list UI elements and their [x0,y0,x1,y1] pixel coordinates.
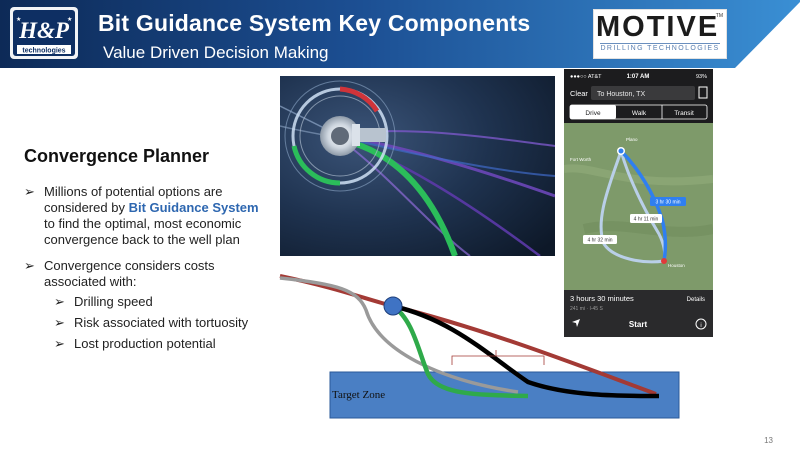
bullet-text-after: to find the optimal, most economic conve… [44,216,242,247]
city-fort-worth: Fort Worth [570,157,592,162]
hp-logo-mark: H&P [18,18,70,43]
route-label-primary: 3 hr 30 min [655,200,680,206]
route-badge-alt-2[interactable] [583,235,617,244]
slide-number: 13 [764,436,773,445]
destination-field[interactable] [591,86,695,100]
status-carrier: ●●●○○ AT&T [570,74,602,80]
tab-transit-label[interactable]: Transit [674,110,694,117]
svg-text:i: i [700,323,701,329]
location-arrow-icon[interactable] [572,319,580,327]
motive-logo-word: MOTIVE [596,11,720,43]
map-area[interactable] [564,123,713,290]
hp-logo: H&P technologies ★ ★ [10,7,78,59]
destination-text: To Houston, TX [597,91,645,98]
status-battery: 93% [696,74,707,80]
bullet-highlight: Bit Guidance System [128,200,259,215]
convergence-diagram: Target Zone [279,274,680,419]
sub-bullet-item: ➢ Lost production potential [44,336,264,352]
bullet-arrow-icon: ➢ [54,315,65,330]
slide-subtitle: Value Driven Decision Making [103,43,329,62]
header-banner: H&P technologies ★ ★ Bit Guidance System… [0,0,800,68]
drill-bit-visualization [280,76,555,256]
sub-bullet-text: Drilling speed [74,294,153,309]
phone-map-screenshot: ●●●○○ AT&T 1:07 AM 93% Clear To Houston,… [564,69,713,337]
details-button[interactable]: Details [687,297,705,303]
status-time: 1:07 AM [627,74,650,80]
route-badge-primary[interactable] [650,197,686,206]
target-zone-label: Target Zone [332,389,385,401]
motive-logo-tm: TM [715,13,723,19]
route-summary-panel [564,290,713,337]
motive-logo-rule [600,43,720,44]
section-title: Convergence Planner [24,146,210,166]
city-houston: Houston [668,263,685,268]
info-icon[interactable] [695,318,707,330]
sub-bullet-item: ➢ Risk associated with tortuosity [44,315,264,331]
share-icon[interactable] [698,86,708,99]
option-path-gray [279,276,519,394]
sub-bullet-text: Risk associated with tortuosity [74,315,249,330]
bit-position-marker [383,296,403,316]
slide-title: Bit Guidance System Key Components [98,10,531,36]
bullet-arrow-icon: ➢ [54,294,65,309]
city-plano: Plano [626,137,638,142]
sub-bullet-item: ➢ Drilling speed [44,294,264,310]
bullet-arrow-icon: ➢ [24,184,35,199]
option-path-black [392,303,660,399]
route-summary-sub: 241 mi · I-45 S [570,306,603,312]
bullet-list: ➢ Millions of potential options are cons… [24,184,264,362]
option-path-green [391,304,529,399]
clear-button[interactable]: Clear [570,89,588,98]
tab-drive[interactable] [570,105,616,119]
bullet-costs: ➢ Convergence considers costs associated… [24,258,264,352]
svg-text:★: ★ [16,16,21,23]
bullet-options: ➢ Millions of potential options are cons… [24,184,264,248]
route-label-alt-2: 4 hr 32 min [587,238,612,244]
sub-bullet-text: Lost production potential [74,336,216,351]
sub-bullet-list: ➢ Drilling speed ➢ Risk associated with to… [44,294,264,352]
bullet-arrow-icon: ➢ [54,336,65,351]
bullet-costs-text: Convergence considers costs associated w… [44,258,215,289]
tab-drive-label: Drive [585,110,601,117]
svg-text:★: ★ [67,16,72,23]
route-summary: 3 hours 30 minutes [570,294,634,303]
route-badge-alt-1[interactable] [630,214,662,223]
bullet-arrow-icon: ➢ [24,258,35,273]
motive-logo: MOTIVE TM DRILLING TECHNOLOGIES [593,9,727,59]
start-button[interactable]: Start [629,320,648,329]
motive-logo-caption: DRILLING TECHNOLOGIES [600,45,720,52]
cost-bracket [451,350,545,365]
tab-walk-label[interactable]: Walk [632,110,647,117]
route-label-alt-1: 4 hr 11 min [634,217,659,223]
hp-logo-caption: technologies [22,48,65,55]
bullet-text-before: Millions of potential options are consid… [44,184,223,215]
